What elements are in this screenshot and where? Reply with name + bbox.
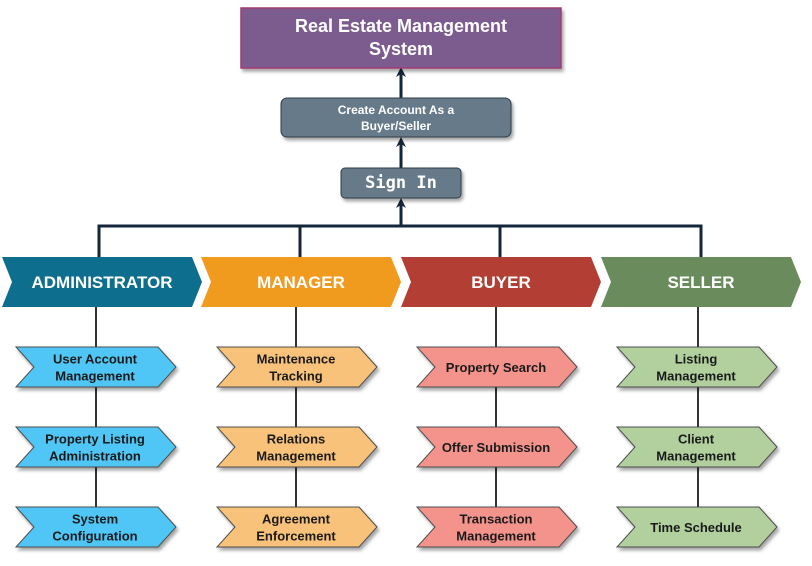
step-shape <box>615 426 778 468</box>
role-administrator: ADMINISTRATOR User AccountManagementPrope… <box>2 257 202 548</box>
step-label-line: Property Listing <box>45 432 145 447</box>
step-label-line: Management <box>656 369 736 384</box>
role-seller: SELLERListingManagementClientManagementT… <box>601 257 801 548</box>
step-label-line: Time Schedule <box>650 520 742 535</box>
step-buyer-1: Property Search <box>415 346 578 388</box>
step-label-line: Property Search <box>446 360 546 375</box>
step-shape <box>615 506 778 548</box>
create-account-line-2: Buyer/Seller <box>361 119 431 133</box>
role-header-buyer <box>401 257 601 307</box>
role-label-manager: MANAGER <box>257 273 345 292</box>
step-label-line: Management <box>656 449 736 464</box>
role-label-administrator: ADMINISTRATOR <box>31 273 172 292</box>
title-line-1: Real Estate Management <box>295 16 507 36</box>
step-shape <box>415 346 578 388</box>
step-label-line: Listing <box>675 352 718 367</box>
step-label-line: Relations <box>267 432 326 447</box>
step-shape <box>215 506 378 548</box>
create-account-line-1: Create Account As a <box>338 103 455 117</box>
sign-in-box: Sign In <box>340 167 462 199</box>
step-label-line: Configuration <box>52 529 137 544</box>
step-label-line: Transaction <box>460 512 533 527</box>
step-shape <box>14 426 177 468</box>
step-shape <box>415 426 578 468</box>
step-label-line: System <box>72 512 118 527</box>
step-label-line: Management <box>256 449 336 464</box>
title-box: Real Estate Management System <box>240 7 562 69</box>
step-shape <box>14 506 177 548</box>
step-label-line: Enforcement <box>256 529 336 544</box>
step-label-line: Offer Submission <box>442 440 550 455</box>
step-label-line: Agreement <box>262 512 331 527</box>
step-shape <box>215 426 378 468</box>
step-shape <box>415 506 578 548</box>
step-label-line: Client <box>678 432 715 447</box>
step-shape <box>615 346 778 388</box>
step-label-line: Administration <box>49 449 141 464</box>
step-label-line: User Account <box>53 352 138 367</box>
step-label-line: Tracking <box>269 369 323 384</box>
step-label-line: Management <box>456 529 536 544</box>
step-shape <box>215 346 378 388</box>
role-label-buyer: BUYER <box>471 273 531 292</box>
role-header-seller <box>601 257 801 307</box>
role-header-manager <box>201 257 401 307</box>
create-account-box: Create Account As a Buyer/Seller <box>280 97 512 138</box>
title-line-2: System <box>369 39 433 59</box>
step-seller-3: Time Schedule <box>615 506 778 548</box>
role-label-seller: SELLER <box>667 273 734 292</box>
step-label-line: Management <box>55 369 135 384</box>
role-header-administrator <box>2 257 202 307</box>
step-label-line: Maintenance <box>257 352 336 367</box>
role-manager: MANAGER MaintenanceTrackingRelationsManag… <box>201 257 401 548</box>
top-connectors <box>97 67 703 262</box>
step-shape <box>14 346 177 388</box>
step-buyer-2: Offer Submission <box>415 426 578 468</box>
column-connectors <box>95 305 699 512</box>
sign-in-label: Sign In <box>365 173 437 193</box>
